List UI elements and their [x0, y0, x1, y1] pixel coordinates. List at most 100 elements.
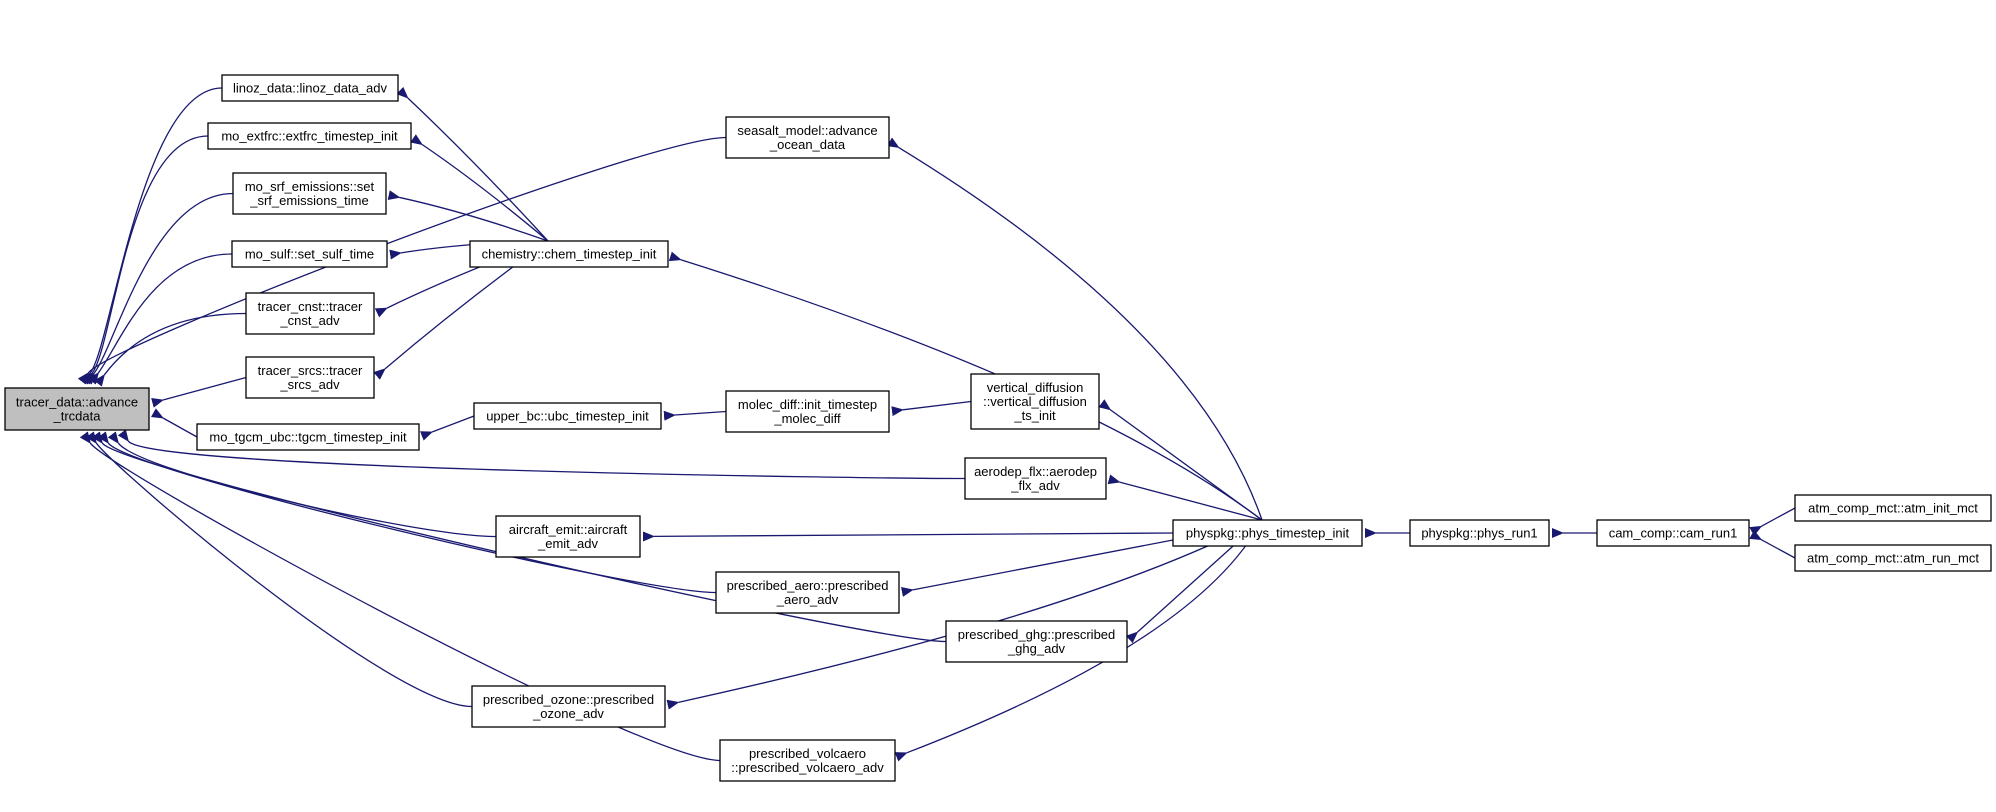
node-box[interactable] [719, 739, 896, 782]
node-label: tracer_cnst::tracer [258, 299, 363, 314]
edge-line [81, 135, 209, 385]
edge-line [663, 410, 727, 421]
edge-line [85, 431, 473, 708]
node-cam_run1[interactable]: cam_comp::cam_run1 [1596, 519, 1750, 547]
node-srf[interactable]: mo_srf_emissions::set_srf_emissions_time [232, 172, 387, 215]
node-box[interactable] [970, 373, 1100, 430]
node-aircraft[interactable]: aircraft_emit::aircraft_emit_adv [495, 515, 641, 558]
node-label: cam_comp::cam_run1 [1609, 526, 1738, 541]
node-box[interactable] [4, 387, 150, 431]
node-box[interactable] [725, 116, 890, 159]
edge-line [150, 408, 198, 438]
node-aerodep[interactable]: aerodep_flx::aerodep_flx_adv [964, 457, 1107, 500]
edge-line [901, 539, 1174, 597]
node-label: mo_extfrc::extfrc_timestep_init [221, 129, 398, 144]
edge-phys_ts-to-aircraft [642, 531, 1174, 542]
node-label: aircraft_emit::aircraft [509, 522, 628, 537]
node-box[interactable] [471, 685, 666, 728]
node-box[interactable] [1409, 519, 1550, 547]
edge-cnst-to-root [93, 312, 247, 387]
node-atm_run[interactable]: atm_comp_mct::atm_run_mct [1794, 544, 1992, 572]
node-box[interactable] [964, 457, 1107, 500]
edge-line [117, 429, 966, 480]
edge-line [891, 400, 972, 417]
edge-line [79, 87, 223, 385]
node-cnst[interactable]: tracer_cnst::tracer_cnst_adv [245, 292, 375, 335]
node-label: _ozone_adv [532, 706, 604, 721]
node-seasalt[interactable]: seasalt_model::advance_ocean_data [725, 116, 890, 159]
edge-line [410, 134, 549, 242]
edge-aerodep-to-root [117, 429, 966, 480]
node-phys_ts[interactable]: physpkg::phys_timestep_init [1172, 519, 1363, 547]
node-label: ::prescribed_volcaero_adv [731, 760, 884, 775]
edge-aircraft-to-root [107, 431, 497, 538]
node-molec[interactable]: molec_diff::init_timestep_molec_diff [725, 390, 890, 433]
node-label: vertical_diffusion [987, 380, 1084, 395]
node-box[interactable] [196, 423, 420, 451]
edge-linoz-to-root [79, 87, 223, 385]
node-box[interactable] [221, 74, 399, 102]
node-volc[interactable]: prescribed_volcaero::prescribed_volcaero… [719, 739, 896, 782]
node-ozone[interactable]: prescribed_ozone::prescribed_ozone_adv [471, 685, 666, 728]
node-tgcm[interactable]: mo_tgcm_ubc::tgcm_timestep_init [196, 423, 420, 451]
nodes: tracer_data::advance_trcdata linoz_data::… [4, 74, 1992, 782]
edge-srcs-to-root [151, 376, 247, 408]
node-box[interactable] [725, 390, 890, 433]
node-label: _ocean_data [769, 137, 846, 152]
edge-line [886, 137, 1263, 521]
edge-line [387, 190, 549, 242]
node-ghg[interactable]: prescribed_ghg::prescribed_ghg_adv [945, 620, 1128, 663]
edge-srf-to-root [83, 192, 234, 385]
edge-sulf-to-root [87, 253, 233, 385]
node-box[interactable] [945, 620, 1128, 663]
edge-line [894, 519, 1263, 762]
edge-chem-to-linoz [396, 86, 549, 242]
node-label: prescribed_volcaero [749, 746, 866, 761]
node-box[interactable] [1596, 519, 1750, 547]
node-box[interactable] [232, 172, 387, 215]
edge-vdiff-to-molec [891, 400, 972, 417]
node-label: prescribed_ozone::prescribed [483, 692, 654, 707]
node-vdiff[interactable]: vertical_diffusion::vertical_diffusion_t… [970, 373, 1100, 430]
node-chem[interactable]: chemistry::chem_timestep_init [469, 240, 669, 268]
node-box[interactable] [245, 356, 375, 399]
node-box[interactable] [1794, 544, 1992, 572]
node-label: _molec_diff [773, 411, 841, 426]
node-label: linoz_data::linoz_data_adv [233, 81, 387, 96]
edge-atm_init-to-cam_run1 [1749, 507, 1796, 536]
node-box[interactable] [469, 240, 669, 268]
node-extfrc[interactable]: mo_extfrc::extfrc_timestep_init [207, 122, 412, 150]
node-atm_init[interactable]: atm_comp_mct::atm_init_mct [1794, 494, 1992, 522]
node-label: prescribed_ghg::prescribed [958, 627, 1116, 642]
node-linoz[interactable]: linoz_data::linoz_data_adv [221, 74, 399, 102]
edge-line [396, 86, 549, 242]
node-label: _ghg_adv [1007, 641, 1066, 656]
node-root[interactable]: tracer_data::advance_trcdata [4, 387, 150, 431]
edge-line [642, 531, 1174, 542]
node-srcs[interactable]: tracer_srcs::tracer_srcs_adv [245, 356, 375, 399]
node-box[interactable] [245, 292, 375, 335]
node-label: _trcdata [53, 409, 102, 424]
node-ubc[interactable]: upper_bc::ubc_timestep_init [473, 402, 662, 430]
edge-line [420, 415, 475, 441]
edge-extfrc-to-root [81, 135, 209, 385]
edge-molec-to-ubc [663, 410, 727, 421]
node-label: mo_srf_emissions::set [245, 179, 375, 194]
node-box[interactable] [473, 402, 662, 430]
node-label: atm_comp_mct::atm_init_mct [1808, 501, 1978, 516]
node-box[interactable] [1794, 494, 1992, 522]
node-box[interactable] [1172, 519, 1363, 547]
node-phys_run1[interactable]: physpkg::phys_run1 [1409, 519, 1550, 547]
node-box[interactable] [715, 571, 900, 614]
edge-line [79, 431, 721, 762]
edge-line [83, 192, 234, 385]
node-sulf[interactable]: mo_sulf::set_sulf_time [231, 240, 388, 268]
edge-phys_ts-to-seasalt [886, 137, 1263, 521]
node-label: seasalt_model::advance [737, 123, 877, 138]
node-box[interactable] [495, 515, 641, 558]
node-box[interactable] [207, 122, 412, 150]
node-aero[interactable]: prescribed_aero::prescribed_aero_adv [715, 571, 900, 614]
edge-line [93, 312, 247, 387]
node-box[interactable] [231, 240, 388, 268]
